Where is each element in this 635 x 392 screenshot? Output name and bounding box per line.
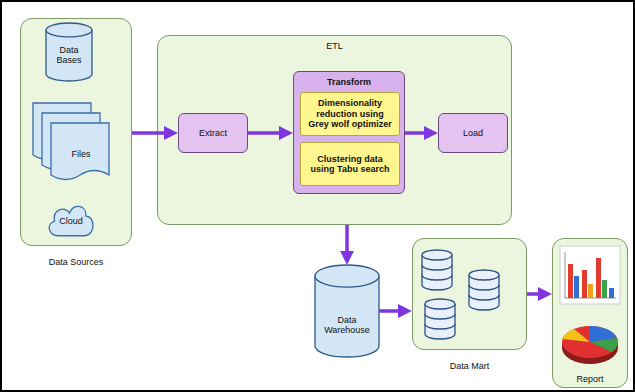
pie-depth: [562, 342, 618, 348]
mart-cylinder-top: [469, 270, 499, 280]
outline-stroke: [315, 265, 379, 287]
bar: [602, 280, 607, 298]
group-heading: Report: [553, 374, 627, 384]
load-box: Load: [438, 113, 508, 153]
outline-stroke: [46, 23, 92, 37]
group-heading: Transform: [294, 72, 404, 87]
outline-stroke: [49, 206, 93, 235]
mart-cylinder-band: [425, 314, 455, 329]
flow-arrow: [345, 225, 349, 253]
bar-chart: [568, 258, 614, 298]
method-box: Dimensionality reduction using Grey wolf…: [300, 92, 400, 136]
node-label: Clustering data using Tabu search: [305, 154, 395, 175]
method-box: Clustering data using Tabu search: [300, 142, 400, 186]
chart-axis: [565, 252, 616, 298]
node-label: Files: [71, 149, 90, 159]
mart-cylinder: [422, 255, 452, 290]
mart-cylinder-band: [469, 285, 499, 300]
node-label: Load: [463, 128, 483, 138]
mart-cylinder: [469, 275, 499, 310]
flow-arrow: [132, 131, 166, 135]
bar: [596, 258, 601, 298]
warehouse-cylinder-outline: [315, 265, 379, 357]
files-stack-outline: [31, 101, 113, 187]
transform-box: Dimensionality reduction using Grey wolf…: [293, 71, 405, 194]
bar: [582, 270, 587, 298]
bar: [568, 264, 573, 298]
node-label: Extract: [199, 128, 227, 138]
cloud-shape: Cloud: [46, 201, 96, 239]
group-heading: Data Mart: [413, 361, 526, 371]
files-stack: Files: [31, 101, 113, 187]
source-panel: Data BasesFilesCloudData Sources: [20, 18, 132, 246]
database-cylinder: Data Bases: [46, 23, 92, 81]
etl-panel: Extract Dimensionality reduction using Gr…: [157, 35, 512, 225]
flow-arrow: [248, 131, 281, 135]
mart-cylinder-top: [422, 250, 452, 260]
mart-cylinder-top: [425, 299, 455, 309]
bar: [609, 288, 614, 298]
pie-depth: [562, 332, 618, 364]
report-panel: Report: [552, 238, 628, 388]
flow-arrow: [405, 131, 426, 135]
mart-cylinder-band: [422, 265, 452, 280]
flow-arrow: [379, 309, 400, 313]
extract-box: Extract: [178, 113, 248, 153]
group-heading: ETL: [158, 36, 511, 51]
outline-stroke: [51, 123, 109, 180]
pie-chart: [562, 326, 618, 364]
pie-slice: [590, 338, 618, 352]
bar-chart-ground: [560, 246, 620, 304]
bar: [588, 284, 593, 298]
bar: [574, 276, 579, 298]
outline-stroke: [315, 276, 379, 357]
mart-cylinder: [425, 304, 455, 339]
node-label: Data Warehouse: [319, 315, 375, 336]
flow-arrow: [527, 292, 540, 296]
pie-slice: [562, 329, 590, 342]
outline-stroke: [46, 30, 92, 81]
node-label: Dimensionality reduction using Grey wolf…: [305, 98, 395, 129]
warehouse-cylinder: Data Warehouse: [315, 265, 379, 357]
node-label: Data Bases: [51, 45, 87, 66]
group-heading: Data Sources: [21, 257, 131, 267]
node-label: Cloud: [59, 216, 83, 226]
pie-slice: [590, 326, 617, 342]
pie-slice: [562, 326, 618, 358]
mart-panel: Data Mart: [412, 238, 527, 350]
